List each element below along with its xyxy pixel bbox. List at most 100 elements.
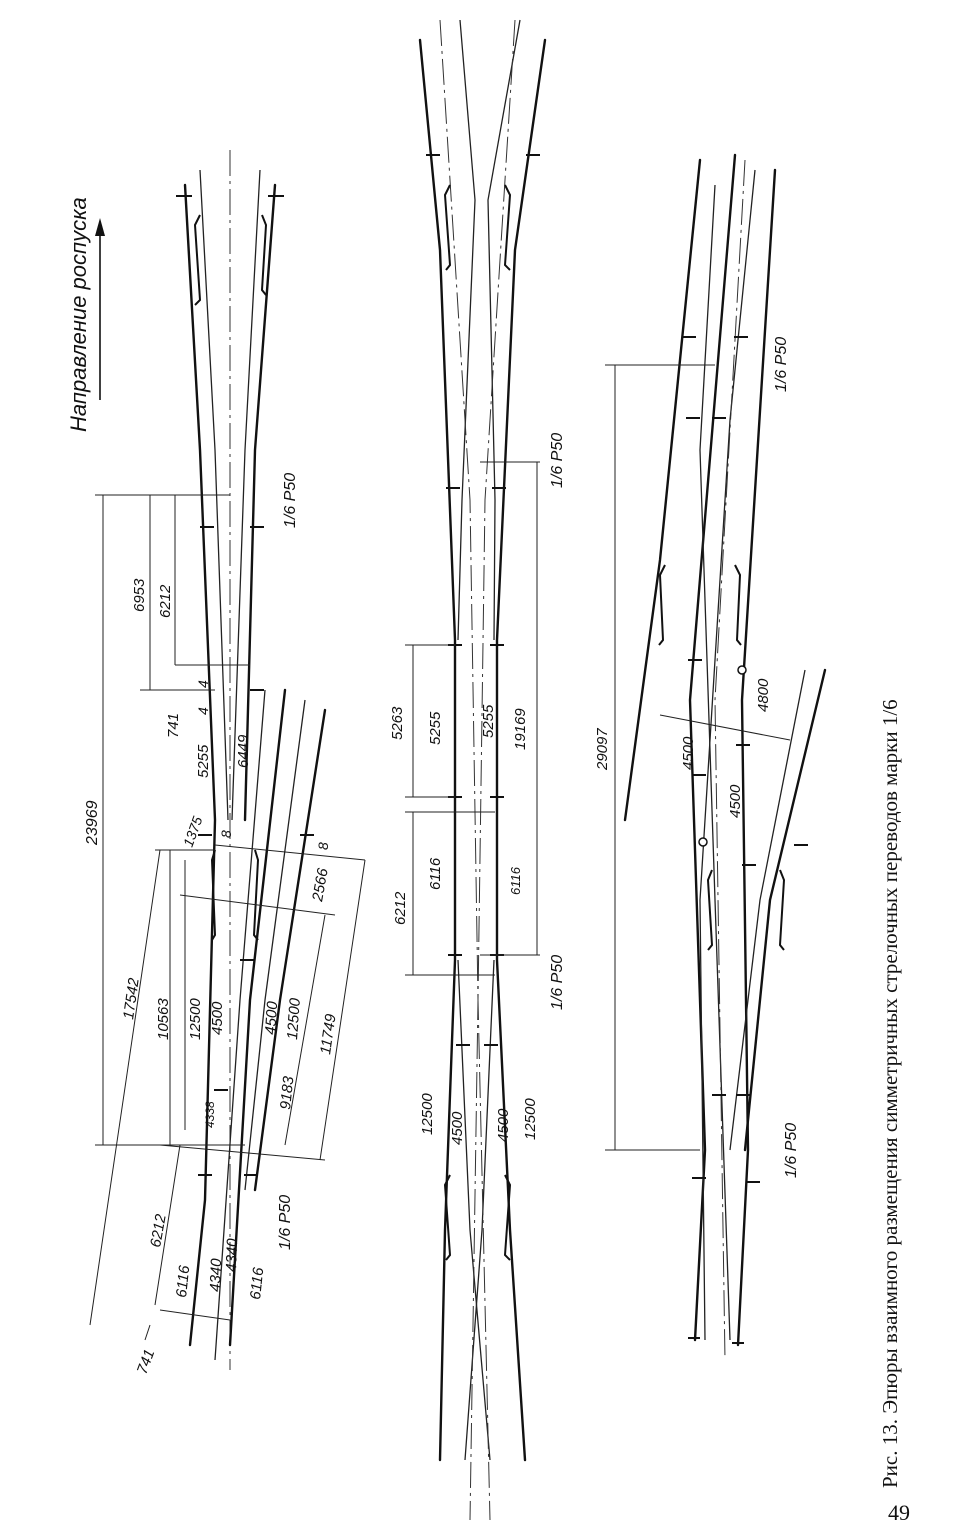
rail — [457, 959, 491, 1461]
dimension-label: 1375 — [180, 814, 206, 849]
scheme-2: 5263 5255 5255 19169 6212 6116 6116 1250… — [389, 19, 566, 1521]
rail-joints — [682, 336, 808, 1344]
dimension-label: 9183 — [277, 1075, 297, 1111]
guard-rail — [443, 1174, 452, 1261]
guard-rail — [658, 564, 666, 646]
switch-label: 1/6 Р50 — [783, 1123, 800, 1178]
rail — [743, 668, 827, 1152]
axis-line — [477, 19, 516, 1521]
rail — [736, 168, 777, 1347]
rail-joints — [176, 195, 314, 1176]
dimension-label: 10563 — [155, 998, 172, 1040]
dimension-label: 6116 — [427, 857, 444, 890]
direction-label: Направление роспуска — [66, 197, 91, 432]
rail — [623, 158, 702, 822]
rail — [457, 19, 476, 641]
dimension-label: 12500 — [419, 1093, 436, 1135]
dimension-label: 6212 — [157, 584, 174, 618]
dimension-label: 11749 — [317, 1012, 340, 1055]
page-number: 49 — [888, 1500, 910, 1525]
rail — [214, 689, 266, 1361]
rail — [418, 38, 457, 1462]
dimension-label: 5263 — [389, 706, 406, 740]
dimension-label: 6116 — [173, 1264, 193, 1299]
dimension-label: 741 — [134, 1347, 159, 1376]
dimension-label: 4500 — [449, 1111, 466, 1145]
dimension-label: 8 — [315, 842, 331, 850]
dimension-label: 4 — [195, 680, 211, 688]
dimension-label: 8 — [218, 830, 234, 838]
guard-rail — [503, 1174, 512, 1261]
rail — [243, 183, 277, 822]
rail — [464, 959, 495, 1461]
dimension-label: 6953 — [131, 578, 148, 612]
dimension-label: 4 — [195, 707, 211, 715]
dimension-label: 4500 — [262, 1000, 281, 1035]
rail — [729, 669, 806, 1151]
scheme-3: 29097 4500 4500 4800 1/6 Р50 1/6 Р50 — [594, 153, 827, 1361]
dimension-label: 17542 — [120, 976, 143, 1020]
switch-label: 1/6 Р50 — [773, 337, 790, 392]
dimension-label: 23969 — [84, 800, 101, 846]
dimension-label: 5255 — [480, 704, 497, 738]
dimension-label: 4500 — [209, 1001, 226, 1035]
dimension-label: 5255 — [195, 744, 212, 778]
rail — [699, 169, 756, 1341]
dimension-lines — [405, 461, 540, 976]
scheme-1: Направление роспуска — [66, 150, 366, 1376]
dimension-label: 6212 — [392, 891, 409, 925]
dimension-lines — [89, 494, 366, 1341]
rail — [231, 169, 261, 821]
switch-label: 1/6 Р50 — [277, 1195, 294, 1250]
dimension-label: 12500 — [187, 998, 204, 1040]
dimension-label: 6449 — [235, 734, 252, 768]
guard-rail — [778, 869, 786, 951]
axis-line — [439, 19, 479, 1521]
guard-rail — [706, 869, 714, 951]
rail — [228, 688, 287, 1347]
guard-rail — [503, 184, 512, 271]
rail — [487, 19, 521, 641]
dimension-label: 4338 — [203, 1101, 217, 1128]
axis-line — [714, 159, 746, 1361]
rail — [244, 699, 306, 1191]
dimension-label: 12500 — [284, 997, 304, 1040]
guard-rail — [443, 184, 452, 271]
guard-rail — [210, 849, 217, 941]
dimension-label: 6116 — [247, 1266, 267, 1301]
switch-label: 1/6 Р50 — [549, 955, 566, 1010]
rail — [699, 184, 731, 1341]
switch-label: 1/6 Р50 — [282, 473, 299, 528]
dimension-lines — [605, 364, 791, 1151]
switch-center-marker — [737, 665, 747, 675]
switch-center-marker — [698, 837, 708, 847]
dimension-label: 6116 — [508, 866, 523, 895]
figure-caption: Рис. 13. Эпюры взаимного размещения симм… — [878, 699, 902, 1488]
rail — [199, 169, 229, 821]
dimension-label: 29097 — [594, 728, 611, 771]
guard-rail — [193, 214, 202, 306]
dimension-label: 4340 — [223, 1238, 241, 1273]
rail — [495, 38, 547, 1462]
dimension-label: 4500 — [495, 1108, 512, 1142]
dimension-label: 19169 — [512, 708, 529, 750]
guard-rail — [734, 564, 742, 646]
dimension-label: 4340 — [207, 1258, 225, 1293]
dimension-label: 5255 — [427, 711, 444, 745]
direction-arrowhead — [95, 218, 105, 236]
guard-rail — [260, 214, 268, 296]
rail-joints — [426, 154, 540, 1046]
switch-label: 1/6 Р50 — [549, 433, 566, 488]
guard-rail — [252, 849, 260, 941]
dimension-label: 741 — [165, 713, 182, 738]
dimension-label: 4800 — [755, 678, 772, 712]
dimension-label: 6212 — [147, 1212, 170, 1248]
dimension-label: 4500 — [727, 784, 744, 818]
rail — [688, 153, 737, 1342]
rail — [183, 183, 217, 1347]
rail — [253, 708, 327, 1192]
dimension-label: 2566 — [309, 866, 332, 903]
dimension-label: 4500 — [680, 736, 697, 770]
dimension-label: 12500 — [522, 1098, 539, 1140]
